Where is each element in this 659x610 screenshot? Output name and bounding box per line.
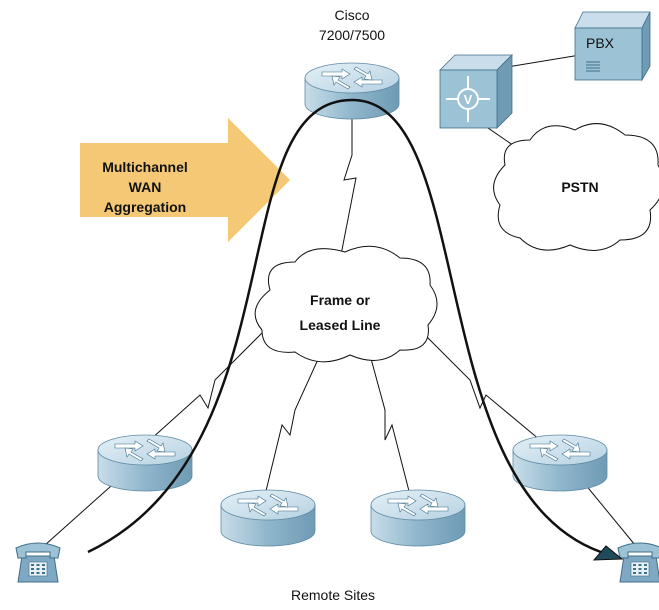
call-path <box>87 98 624 561</box>
phone-icon <box>617 542 659 583</box>
hub-router-label-line2: 7200/7500 <box>319 27 385 43</box>
pbx-device: PBX <box>574 11 651 82</box>
voice-switch-glyph: V <box>464 92 473 107</box>
remote-router-icon <box>370 489 466 547</box>
aggregation-label-line2: WAN <box>129 179 162 195</box>
voice-switch: V <box>439 54 513 129</box>
wan-label-line1: Frame or <box>310 292 370 308</box>
remote-sites-label: Remote Sites <box>291 587 375 603</box>
phone-icon <box>15 542 61 583</box>
remote-router-icon <box>512 434 608 492</box>
aggregation-arrow: Multichannel WAN Aggregation <box>80 118 290 242</box>
aggregation-label-line3: Aggregation <box>104 199 186 215</box>
pbx-label: PBX <box>586 35 615 51</box>
hub-router-label-line1: Cisco <box>334 7 369 23</box>
pstn-label: PSTN <box>561 179 598 195</box>
remote-router-icon <box>220 489 316 547</box>
aggregation-label-line1: Multichannel <box>102 159 188 175</box>
wan-cloud: Frame or Leased Line <box>254 245 438 363</box>
pstn-cloud: PSTN <box>493 123 659 251</box>
remote-router-icon <box>97 434 193 492</box>
wan-label-line2: Leased Line <box>300 317 381 333</box>
